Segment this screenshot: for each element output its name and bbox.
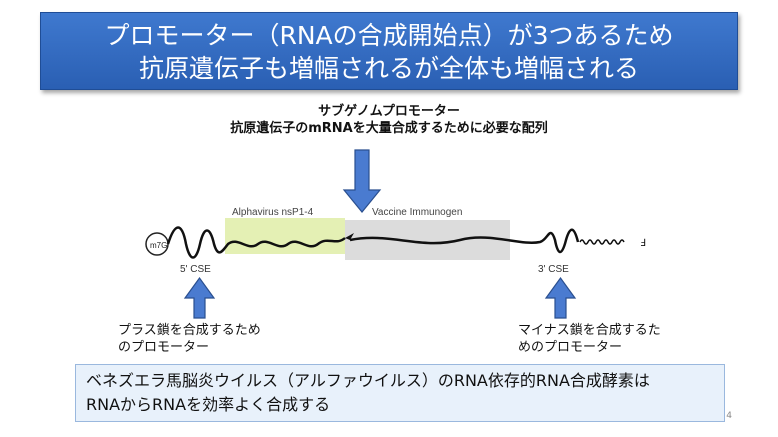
rna-strand-5prime [166, 226, 346, 259]
nsp-segment-box [225, 218, 345, 254]
minus-strand-promoter-label-line-1: マイナス鎖を合成するた [518, 323, 661, 338]
polymerase-note: ベネズエラ馬脳炎ウイルス（アルファウイルス）のRNA依存的RNA合成酵素は RN… [75, 364, 725, 422]
subgenomic-start-arrowhead [345, 233, 354, 240]
page-number: 4 [726, 411, 732, 421]
subgenomic-arrow [342, 149, 382, 213]
minus-strand-promoter-label-line-2: めのプロモーター [518, 340, 623, 355]
subgenomic-promoter-label-line-2: 抗原遺伝子のmRNAを大量合成するために必要な配列 [230, 121, 548, 136]
five-prime-cse-label: 5' CSE [180, 264, 211, 275]
title-line-1: プロモーター（RNAの合成開始点）が3つあるため [104, 21, 674, 50]
minus-strand-arrow [544, 276, 577, 319]
cap-label: m7G [150, 241, 167, 250]
subgenomic-promoter-label-line-1: サブゲノムプロモーター [318, 104, 460, 119]
immunogen-segment-label: Vaccine Immunogen [372, 207, 462, 218]
plus-strand-promoter-label: プラス鎖を合成するため のプロモーター [118, 322, 261, 356]
title-banner: プロモーター（RNAの合成開始点）が3つあるため 抗原遺伝子も増幅されるが全体も… [40, 12, 738, 90]
minus-strand-promoter-label: マイナス鎖を合成するた めのプロモーター [518, 322, 661, 356]
tail-mark: Ⅎ [640, 238, 646, 249]
plus-strand-promoter-label-line-2: のプロモーター [118, 340, 210, 355]
subgenomic-promoter-label: サブゲノムプロモーター 抗原遺伝子のmRNAを大量合成するために必要な配列 [0, 103, 778, 137]
plus-strand-promoter-label-line-1: プラス鎖を合成するため [118, 323, 261, 338]
title-line-2: 抗原遺伝子も増幅されるが全体も増幅される [138, 54, 639, 83]
poly-a-tail [579, 239, 625, 245]
polymerase-note-line-1: ベネズエラ馬脳炎ウイルス（アルファウイルス）のRNA依存的RNA合成酵素は [86, 371, 650, 390]
plus-strand-arrow [183, 276, 216, 319]
immunogen-segment-box [345, 220, 510, 260]
rna-strand-3prime [349, 228, 580, 254]
polymerase-note-line-2: RNAからRNAを効率よく合成する [86, 395, 331, 414]
three-prime-cse-label: 3' CSE [538, 264, 569, 275]
nsp-segment-label: Alphavirus nsP1-4 [232, 207, 314, 218]
